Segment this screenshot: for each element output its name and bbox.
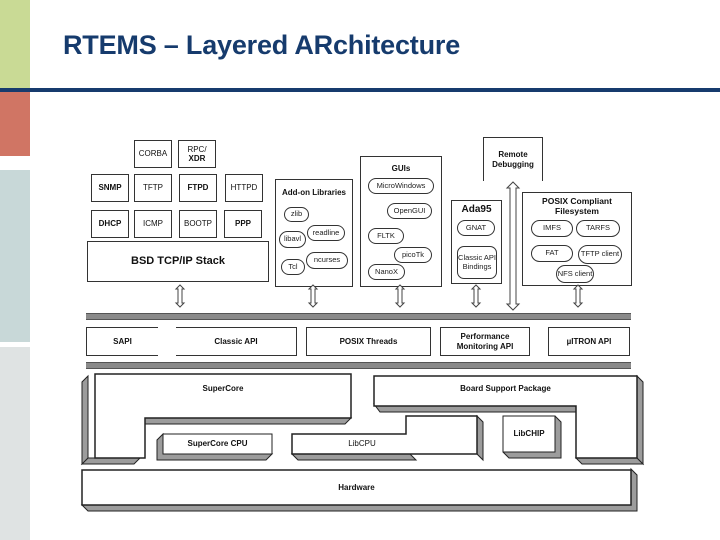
ada-gnat: GNAT bbox=[457, 220, 495, 236]
libchip-label: LibCHIP bbox=[513, 429, 545, 438]
fs-fat: FAT bbox=[531, 245, 573, 262]
fs-tftp-client: TFTP client bbox=[578, 245, 622, 264]
fs-nfs-client: NFS client bbox=[556, 265, 594, 283]
icmp-box: ICMP bbox=[134, 210, 172, 238]
addon-readline: readline bbox=[307, 225, 345, 241]
corba-box: CORBA bbox=[134, 140, 172, 168]
libcpu-shape bbox=[291, 415, 478, 455]
dhcp-box: DHCP bbox=[91, 210, 129, 238]
rpc-xdr-box: RPC/XDR bbox=[178, 140, 216, 168]
tftp-box: TFTP bbox=[134, 174, 172, 202]
bsd-tcpip-stack-box: BSD TCP/IP Stack bbox=[87, 241, 269, 282]
addon-tcl: Tcl bbox=[281, 259, 305, 275]
accent-strip-teal bbox=[0, 170, 30, 342]
gui-picotk: picoTk bbox=[394, 247, 432, 263]
addon-libraries-title: Add-on Libraries bbox=[281, 188, 346, 197]
api-bus-top bbox=[86, 313, 631, 320]
supercore-cpu-shape bbox=[162, 433, 273, 455]
accent-strip-gray bbox=[0, 347, 30, 540]
supercore-cpu-label: SuperCore CPU bbox=[187, 439, 248, 448]
accent-strip-red bbox=[0, 92, 30, 156]
fs-imfs: IMFS bbox=[531, 220, 573, 237]
posix-threads-box: POSIX Threads bbox=[306, 327, 431, 356]
ada95-title: Ada95 bbox=[461, 204, 492, 215]
api-bus-bottom bbox=[86, 362, 631, 369]
slide-title: RTEMS – Layered ARchitecture bbox=[63, 30, 461, 60]
addon-ncurses: ncurses bbox=[306, 252, 348, 269]
addon-libavl: libavl bbox=[279, 231, 306, 248]
libcpu-label: LibCPU bbox=[348, 439, 376, 448]
gui-fltk: FLTK bbox=[368, 228, 404, 244]
guis-title: GUIs bbox=[391, 164, 411, 173]
supercore-shape bbox=[94, 373, 352, 459]
classic-api-box: Classic API bbox=[176, 327, 297, 356]
bsp-shape bbox=[373, 375, 638, 459]
sapi-box: SAPI bbox=[86, 327, 158, 356]
hardware-label: Hardware bbox=[338, 483, 375, 492]
gui-microwindows: MicroWindows bbox=[368, 178, 434, 194]
fs-tarfs: TARFS bbox=[576, 220, 620, 237]
gui-nanox: NanoX bbox=[368, 264, 405, 280]
addon-zlib: zlib bbox=[284, 207, 309, 222]
supercore-label: SuperCore bbox=[202, 384, 244, 393]
ftpd-box: FTPD bbox=[179, 174, 217, 202]
bootp-box: BOOTP bbox=[179, 210, 217, 238]
ada-classic-api-bindings: Classic API Bindings bbox=[457, 246, 497, 279]
hardware-shape bbox=[81, 469, 632, 506]
httpd-box: HTTPD bbox=[225, 174, 263, 202]
title-rule bbox=[0, 88, 720, 92]
itron-api-box: µITRON API bbox=[548, 327, 630, 356]
libchip-shape bbox=[502, 415, 556, 453]
gui-opengui: OpenGUI bbox=[387, 203, 432, 219]
bsp-label: Board Support Package bbox=[460, 384, 551, 393]
snmp-box: SNMP bbox=[91, 174, 129, 202]
ppp-box: PPP bbox=[224, 210, 262, 238]
accent-strip-green bbox=[0, 0, 30, 88]
